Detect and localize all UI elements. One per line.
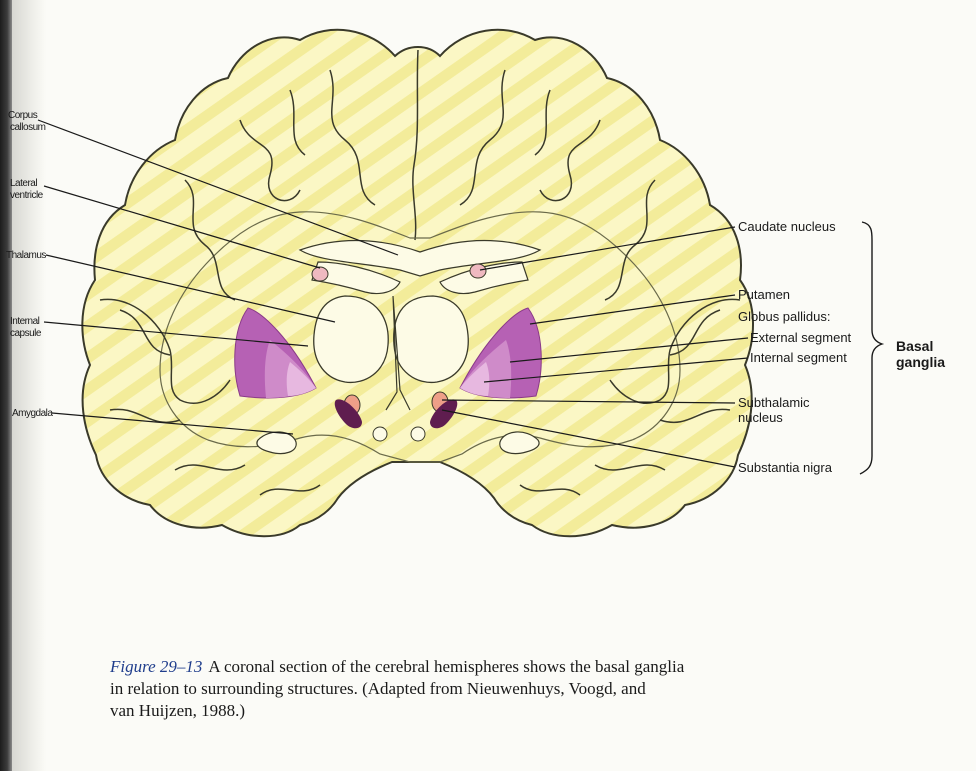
label-corpus-callosum-1: Corpus bbox=[8, 110, 38, 121]
substantia-nigra-left bbox=[334, 399, 362, 429]
coronal-section-diagram: Corpus callosum Lateral ventricle Thalam… bbox=[6, 28, 945, 538]
basal-ganglia-brace bbox=[859, 221, 885, 475]
label-internal-segment: Internal segment bbox=[750, 350, 847, 365]
label-subthalamic-nucleus-1: Subthalamic bbox=[738, 395, 810, 410]
label-lateral-ventricle-2: ventricle bbox=[10, 190, 44, 201]
longitudinal-fissure bbox=[412, 49, 419, 241]
book-spine-shadow bbox=[0, 0, 12, 771]
figure-number: Figure 29–13 bbox=[110, 657, 203, 676]
lateral-ventricle-left bbox=[311, 261, 401, 295]
right-sylvian-fissure bbox=[609, 298, 741, 404]
label-globus-pallidus: Globus pallidus: bbox=[738, 309, 831, 324]
caption-line-1: Figure 29–13 A coronal section of the cer… bbox=[110, 656, 850, 678]
leader-lines-left bbox=[37, 119, 399, 435]
label-internal-capsule-2: capsule bbox=[10, 328, 42, 339]
caudate-nucleus-right bbox=[469, 263, 487, 279]
brain-outline bbox=[81, 28, 754, 538]
lateral-ventricle-right bbox=[439, 261, 529, 295]
label-lateral-ventricle-1: Lateral bbox=[10, 178, 37, 189]
midbrain-nucleus-right bbox=[410, 426, 426, 442]
globus-pallidus-internal-right bbox=[460, 362, 490, 396]
label-caudate-nucleus: Caudate nucleus bbox=[738, 219, 836, 234]
thalamus-right bbox=[393, 295, 469, 384]
left-sylvian-fissure bbox=[99, 298, 231, 404]
label-thalamus: Thalamus bbox=[6, 250, 46, 261]
label-substantia-nigra: Substantia nigra bbox=[738, 460, 833, 475]
label-subthalamic-nucleus-2: nucleus bbox=[738, 410, 783, 425]
globus-pallidus-internal-left bbox=[286, 362, 316, 396]
page-gutter bbox=[12, 0, 46, 771]
label-external-segment: External segment bbox=[750, 330, 852, 345]
corpus-callosum-structure bbox=[298, 239, 542, 277]
third-ventricle bbox=[385, 295, 411, 411]
figure-caption: Figure 29–13 A coronal section of the cer… bbox=[110, 656, 850, 722]
caption-text-1: A coronal section of the cerebral hemisp… bbox=[208, 657, 685, 676]
amygdala-right-structure bbox=[499, 431, 540, 455]
gyri-left bbox=[109, 69, 376, 496]
label-basal-ganglia-1: Basal bbox=[896, 338, 933, 354]
amygdala-left-structure bbox=[256, 431, 297, 455]
label-amygdala: Amygdala bbox=[12, 408, 53, 419]
label-putamen: Putamen bbox=[738, 287, 790, 302]
label-internal-capsule-1: Internal bbox=[10, 316, 40, 327]
substantia-nigra-right bbox=[430, 399, 458, 429]
white-matter-core bbox=[159, 211, 681, 463]
caudate-nucleus-left bbox=[311, 266, 329, 282]
gyri-right bbox=[459, 69, 731, 496]
thalamus-left bbox=[313, 295, 389, 384]
label-basal-ganglia-2: ganglia bbox=[896, 354, 945, 370]
label-corpus-callosum-2: callosum bbox=[10, 122, 46, 133]
caption-line-3: van Huijzen, 1988.) bbox=[110, 701, 246, 720]
leader-lines-right bbox=[441, 226, 749, 468]
midbrain-nucleus-left bbox=[372, 426, 388, 442]
caption-line-2: in relation to surrounding structures. (… bbox=[110, 679, 646, 698]
